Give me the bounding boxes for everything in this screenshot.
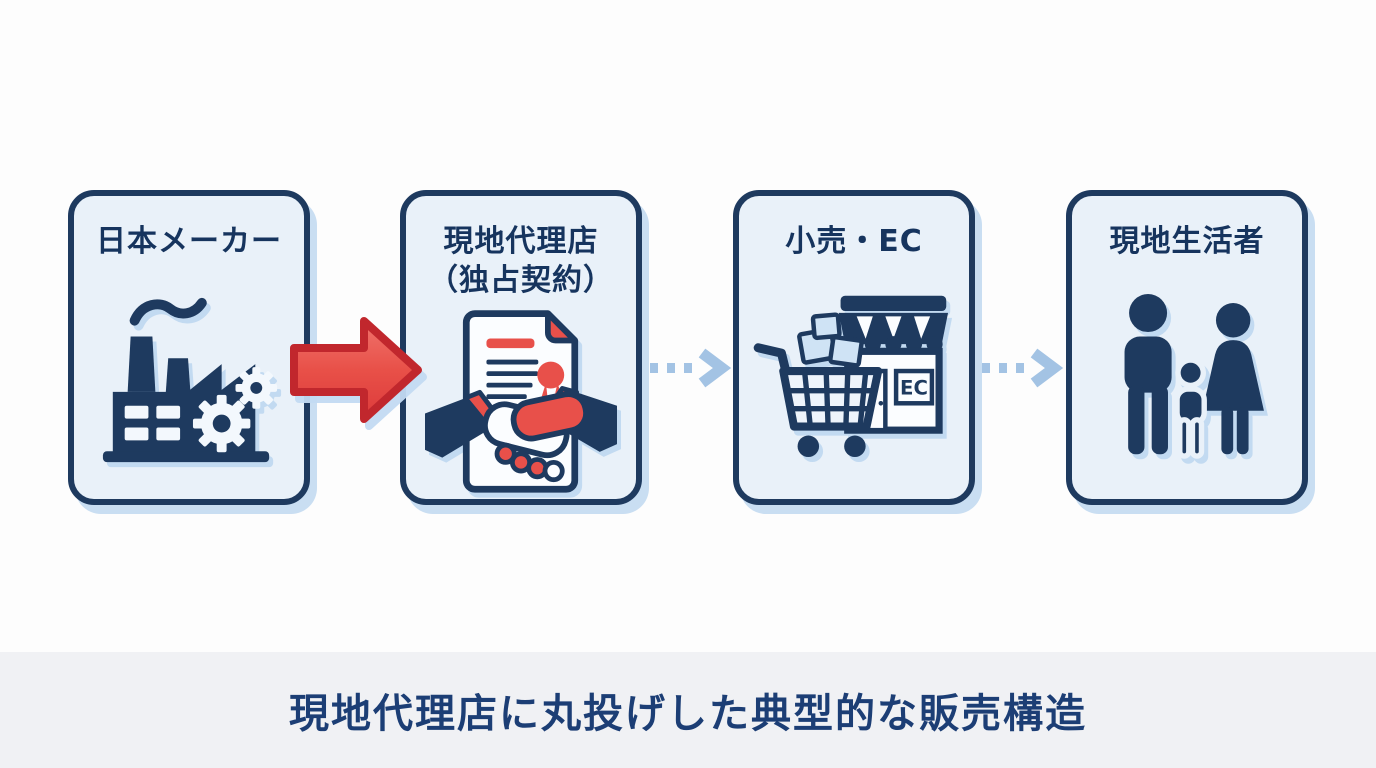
child-figure: [1174, 357, 1207, 459]
ec-sign-text: EC: [900, 376, 928, 399]
node-card-local-agent: 現地代理店 （独占契約）: [400, 190, 642, 505]
red-arrow-icon: [288, 312, 424, 428]
node-title-japan-maker: 日本メーカー: [96, 224, 282, 259]
cart-storefront-icon: EC: [739, 261, 969, 499]
node-title-local-consumers: 現地生活者: [1109, 224, 1265, 259]
caption-band: 現地代理店に丸投げした典型的な販売構造: [0, 652, 1376, 768]
dotted-arrow-icon: [978, 346, 1066, 390]
woman-figure: [1202, 303, 1264, 455]
node-card-local-consumers: 現地生活者: [1066, 190, 1308, 505]
node-title-local-agent: 現地代理店: [443, 224, 599, 259]
node-title-local-agent-sub: （独占契約）: [428, 263, 614, 298]
factory-icon: [74, 261, 304, 499]
family-icon: [1072, 261, 1302, 499]
smoke-icon: [129, 297, 207, 326]
contract-handshake-icon: [406, 300, 636, 499]
handshake-icon: [425, 385, 617, 482]
man-figure: [1124, 294, 1172, 455]
gear-icon: [192, 367, 278, 453]
diagram-caption: 現地代理店に丸投げした典型的な販売構造: [289, 691, 1087, 737]
node-title-retail-ec: 小売・EC: [785, 224, 923, 259]
shopping-cart-icon: [753, 312, 883, 458]
node-card-retail-ec: 小売・EC EC: [733, 190, 975, 505]
node-card-japan-maker: 日本メーカー: [68, 190, 310, 505]
dotted-arrow-icon: [646, 346, 734, 390]
